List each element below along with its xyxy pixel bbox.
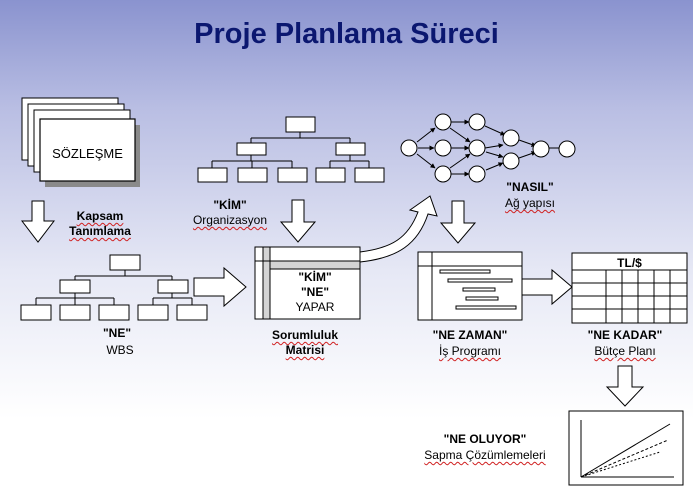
budget-tag: "NE KADAR" bbox=[587, 328, 663, 342]
network-name: Ağ yapısı bbox=[504, 196, 556, 210]
budget-name: Bütçe Planı bbox=[594, 344, 656, 358]
right-arrow-icon bbox=[521, 268, 573, 306]
page-title: Proje Planlama Süreci bbox=[194, 18, 499, 50]
variance-tag: "NE OLUYOR" bbox=[443, 432, 527, 446]
wbs-name: WBS bbox=[106, 343, 134, 357]
responsibility-matrix bbox=[254, 246, 361, 320]
wbs-chart bbox=[20, 254, 208, 321]
down-arrow-icon bbox=[279, 199, 317, 243]
schedule-gantt-chart bbox=[417, 251, 523, 321]
matrix-inner-who: "KİM" bbox=[298, 270, 332, 284]
schedule-tag: "NE ZAMAN" bbox=[432, 328, 508, 342]
down-arrow-icon bbox=[439, 200, 477, 244]
org-tag: "KİM" bbox=[213, 198, 247, 212]
budget-table bbox=[571, 252, 688, 324]
variance-chart bbox=[568, 410, 684, 486]
matrix-name-line2: Matrisi bbox=[285, 343, 325, 357]
budget-header: TL/$ bbox=[617, 256, 642, 270]
network-tag: "NASIL" bbox=[506, 180, 554, 194]
wbs-tag: "NE" bbox=[102, 326, 132, 340]
down-arrow-icon bbox=[605, 365, 645, 407]
schedule-name: İş Programı bbox=[438, 344, 501, 358]
matrix-inner-does: YAPAR bbox=[295, 300, 335, 314]
scope-label-line1: Kapsam bbox=[76, 209, 124, 223]
contract-label: SÖZLEŞME bbox=[52, 146, 123, 161]
variance-name: Sapma Çözümlemeleri bbox=[424, 448, 546, 462]
contract-document-stack bbox=[21, 97, 140, 187]
scope-label-line2: Tanımlama bbox=[69, 224, 131, 238]
org-name: Organizasyon bbox=[192, 213, 268, 227]
curved-arrow-icon bbox=[359, 195, 438, 263]
network-diagram bbox=[400, 113, 576, 183]
right-arrow-icon bbox=[193, 266, 247, 308]
matrix-name-line1: Sorumluluk bbox=[271, 328, 338, 342]
down-arrow-icon bbox=[20, 200, 56, 243]
matrix-inner-what: "NE" bbox=[300, 285, 330, 299]
organization-chart bbox=[197, 116, 385, 183]
